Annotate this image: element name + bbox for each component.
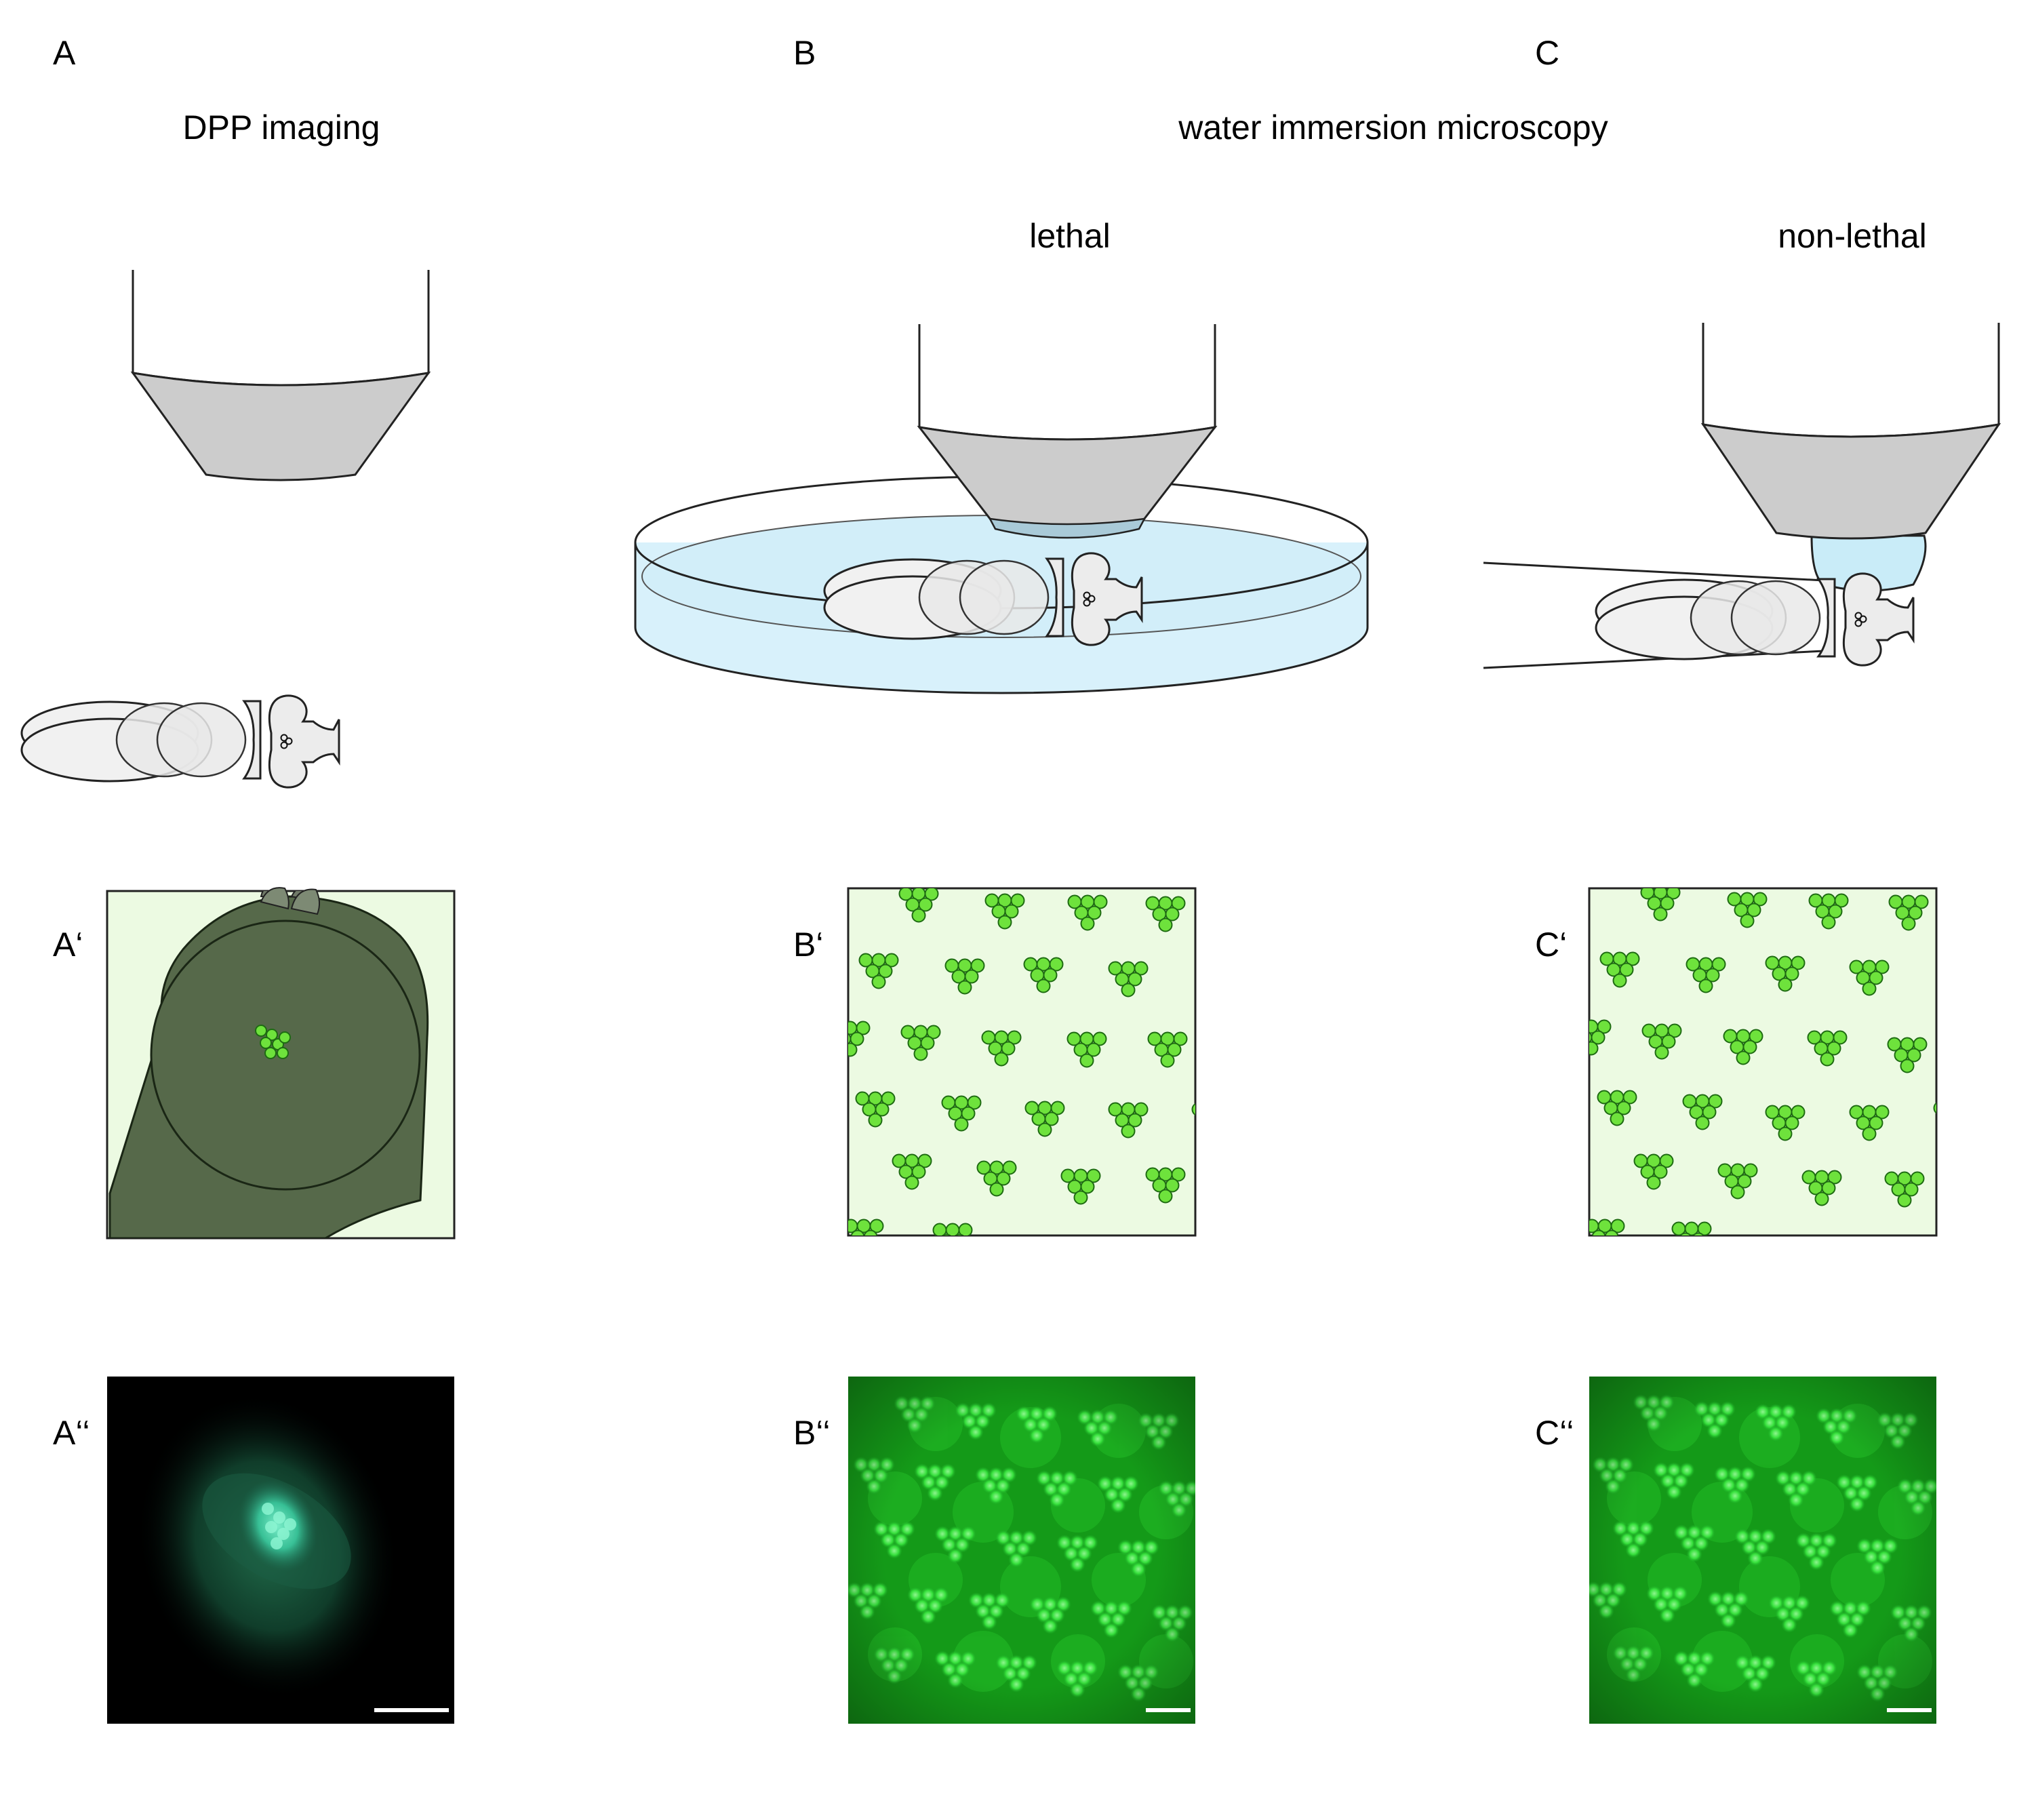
dpp-fluorescence-micrograph xyxy=(107,1377,454,1724)
ommatidia-schematic-non-lethal xyxy=(1588,887,1938,1237)
fly-icon xyxy=(20,694,340,789)
objective-lens-icon xyxy=(130,270,431,481)
panel-label-b: B xyxy=(793,34,816,72)
scale-bar-icon xyxy=(1146,1708,1191,1712)
scale-bar-icon xyxy=(374,1708,449,1712)
fly-icon xyxy=(1595,572,1915,667)
objective-lens-icon xyxy=(917,324,1218,539)
panel-label-a-double-prime: A‘‘ xyxy=(53,1414,90,1452)
ommatidia-micrograph-non-lethal xyxy=(1589,1377,1936,1724)
panel-label-b-prime: B‘ xyxy=(793,926,823,964)
ommatidia-schematic-lethal xyxy=(847,887,1197,1237)
heading-water-immersion: water immersion microscopy xyxy=(1178,108,1608,146)
head-schematic xyxy=(106,887,456,1240)
panel-label-c-prime: C‘ xyxy=(1535,926,1567,964)
panel-label-a: A xyxy=(53,34,76,72)
heading-non-lethal: non-lethal xyxy=(1778,217,1927,255)
fly-icon xyxy=(823,552,1143,646)
ommatidia-micrograph-lethal xyxy=(848,1377,1195,1724)
objective-lens-icon xyxy=(1700,323,2001,540)
scale-bar-icon xyxy=(1887,1708,1932,1712)
panel-label-a-prime: A‘ xyxy=(53,926,83,964)
ommatidium-cluster xyxy=(255,1025,291,1059)
heading-dpp-imaging: DPP imaging xyxy=(183,108,380,146)
panel-label-c: C xyxy=(1535,34,1559,72)
panel-label-c-double-prime: C‘‘ xyxy=(1535,1414,1574,1452)
panel-label-b-double-prime: B‘‘ xyxy=(793,1414,831,1452)
heading-lethal: lethal xyxy=(1029,217,1111,255)
